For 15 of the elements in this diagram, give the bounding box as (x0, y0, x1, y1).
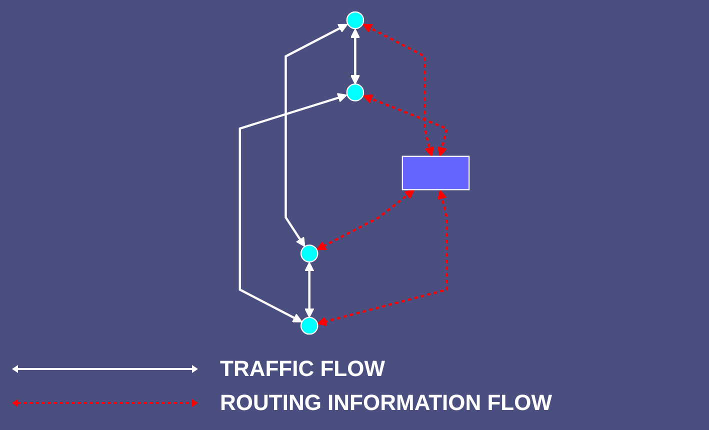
node-circle (300, 316, 318, 334)
arrow (362, 23, 434, 156)
arrow (304, 261, 314, 318)
arrow (316, 189, 448, 326)
node-circle (346, 83, 364, 101)
legend-text: TRAFFIC FLOW (220, 356, 385, 382)
arrow (362, 94, 448, 156)
node-circle (300, 244, 318, 262)
arrow (316, 189, 414, 250)
node-circle (346, 10, 364, 29)
legend-text: ROUTING INFORMATION FLOW (220, 390, 552, 416)
arrow (284, 23, 348, 247)
arrow (350, 28, 360, 84)
node-box (402, 155, 470, 190)
arrow (238, 92, 348, 322)
